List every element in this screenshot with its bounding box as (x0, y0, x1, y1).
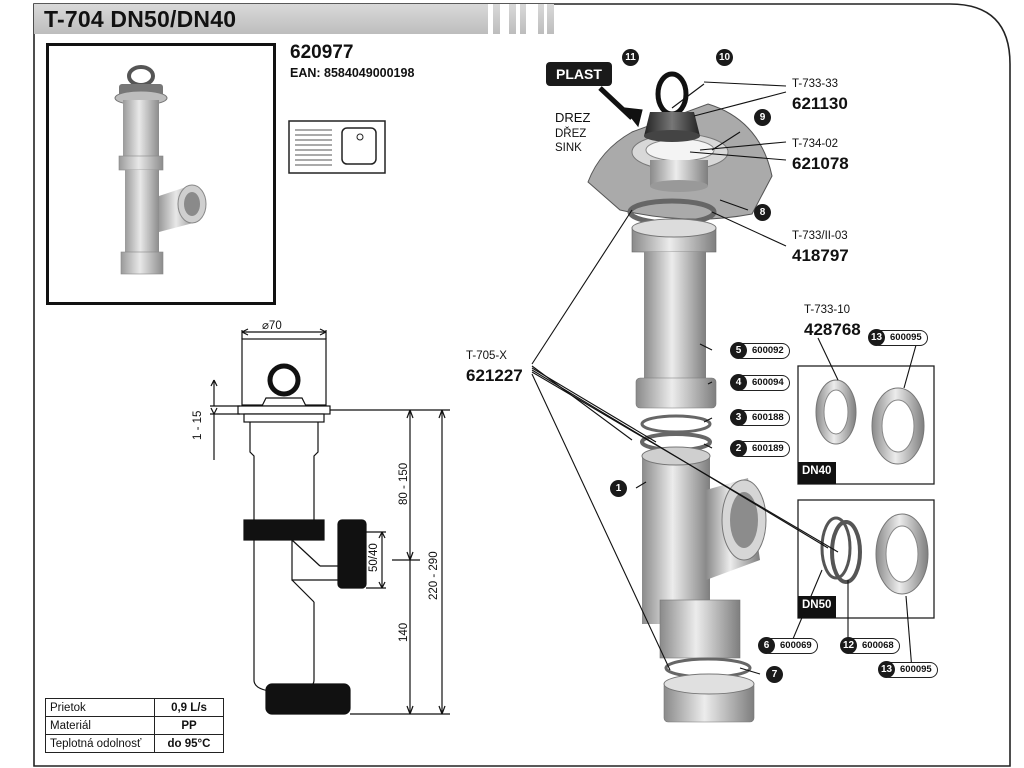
product-photo-image (114, 65, 207, 275)
ref-name: T-705-X (466, 350, 507, 362)
material-tag: PLAST (546, 62, 612, 86)
dn40-label: DN40 (802, 465, 832, 477)
ref-name: T-733-33 (792, 78, 839, 90)
ref-name: T-733/II-03 (792, 230, 848, 242)
part-marker: 7 (766, 666, 783, 683)
part-code-pill: 600092 (734, 343, 790, 359)
spec-table: Prietok 0,9 L/s Materiál PP Teplotná odo… (45, 698, 224, 753)
spec-value: 0,9 L/s (154, 698, 224, 717)
title-stripe (526, 4, 538, 34)
part-number-badge: 4 (730, 374, 747, 391)
part-code-pill: 600189 (734, 441, 790, 457)
spec-value: do 95°C (154, 734, 224, 753)
part-number-badge: 3 (730, 409, 747, 426)
spec-row: Materiál PP (45, 716, 224, 735)
ean-code: EAN: 8584049000198 (290, 66, 415, 80)
part-marker: 1 (610, 480, 627, 497)
dn50-label: DN50 (802, 599, 832, 611)
spec-label: Teplotná odolnosť (45, 734, 155, 753)
title-bar (34, 4, 554, 34)
part-marker: 10 (716, 49, 733, 66)
part-number-badge: 5 (730, 342, 747, 359)
part-number-badge: 13 (868, 329, 885, 346)
title-stripe (516, 4, 520, 34)
title-stripe (500, 4, 509, 34)
title-stripe (488, 4, 493, 34)
ref-name: T-734-02 (792, 138, 839, 150)
sink-icon (288, 120, 386, 174)
ref-code: 418797 (792, 246, 849, 265)
product-photo (46, 43, 276, 305)
page-title: T-704 DN50/DN40 (44, 6, 237, 32)
part-marker: 9 (754, 109, 771, 126)
part-number-badge: 13 (878, 661, 895, 678)
sink-label: DREZ (555, 110, 591, 125)
sink-label-cz: DŘEZ (555, 128, 587, 140)
part-code-pill: 600095 (872, 330, 928, 346)
part-number-badge: 6 (758, 637, 775, 654)
product-code: 620977 (290, 42, 354, 63)
title-stripe (544, 4, 547, 34)
dimension-diameter: ⌀70 (262, 320, 282, 332)
ref-code: 428768 (804, 320, 861, 339)
part-code-pill: 600095 (882, 662, 938, 678)
sink-label-en: SINK (555, 142, 582, 154)
ref-code: 621227 (466, 366, 523, 385)
part-number-badge: 2 (730, 440, 747, 457)
part-marker: 8 (754, 204, 771, 221)
part-number-badge: 12 (840, 637, 857, 654)
spec-row: Teplotná odolnosť do 95°C (45, 734, 224, 753)
ref-name: T-733-10 (804, 304, 851, 316)
part-marker: 11 (622, 49, 639, 66)
ref-code: 621130 (792, 94, 848, 113)
technical-drawing (210, 328, 450, 715)
ref-code: 621078 (792, 154, 849, 173)
spec-label: Materiál (45, 716, 155, 735)
